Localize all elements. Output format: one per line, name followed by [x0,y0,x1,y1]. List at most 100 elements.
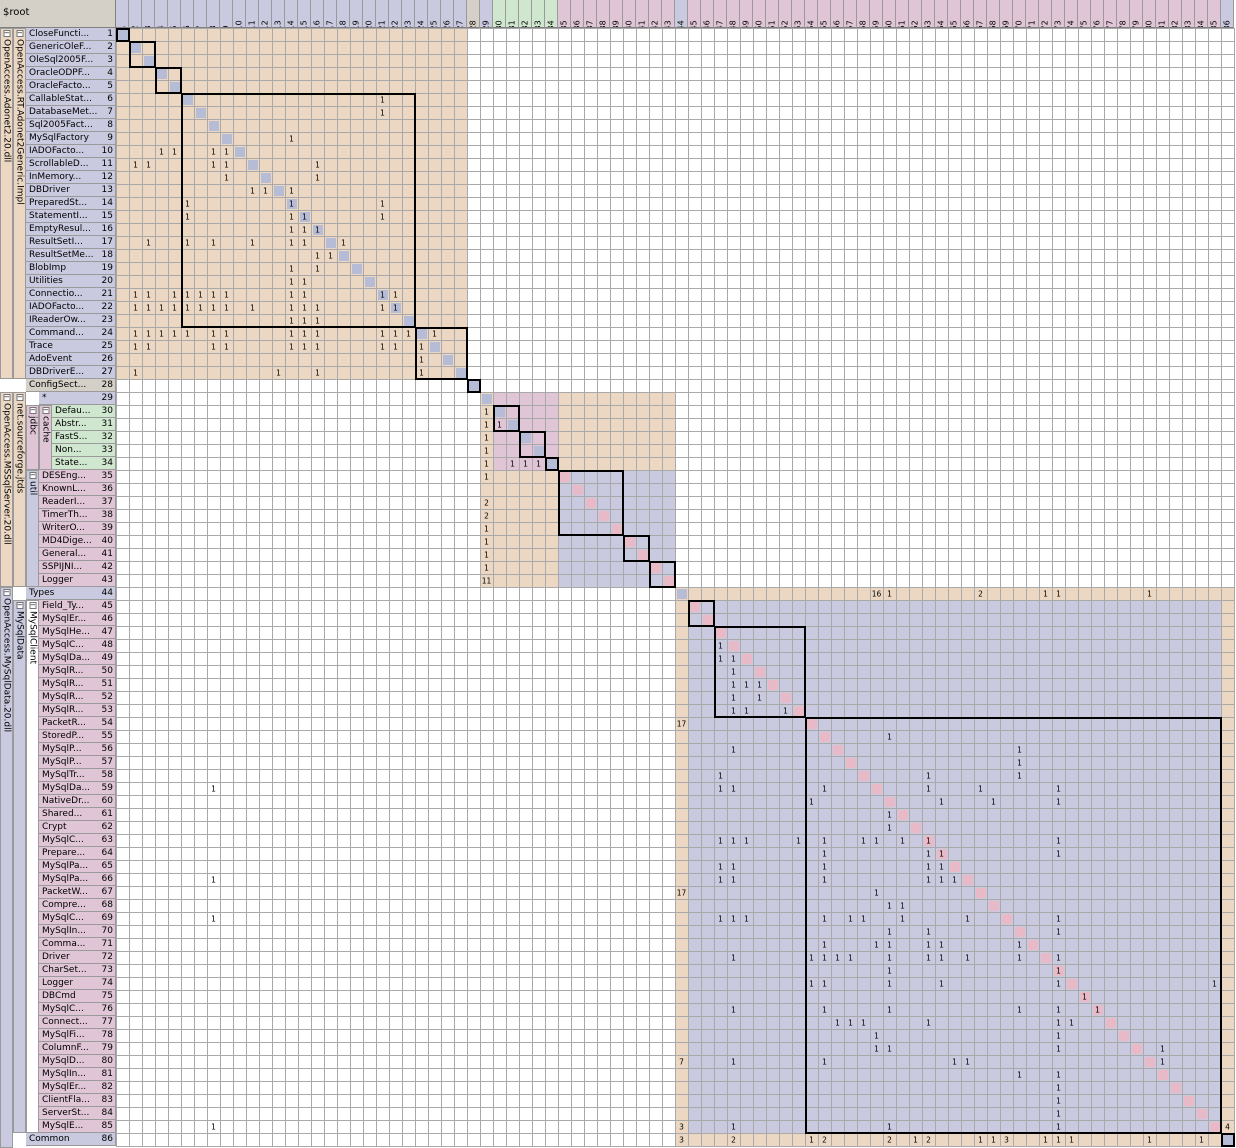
column-header[interactable]: 9 [220,0,233,28]
column-header[interactable]: 33 [532,0,545,28]
row-label[interactable]: MySqlE...85 [39,1120,116,1133]
column-header[interactable]: 47 [714,0,727,28]
dependency-count[interactable]: 1 [718,915,723,924]
row-label[interactable]: ScrollableD...11 [26,158,116,171]
dependency-count[interactable]: 1 [1147,1136,1152,1145]
row-label[interactable]: ServerSt...84 [39,1107,116,1120]
column-header[interactable]: 79 [1130,0,1143,28]
dependency-count[interactable]: 1 [302,317,307,326]
dependency-count[interactable]: 1 [1056,1084,1061,1093]
dependency-count[interactable]: 1 [146,161,151,170]
diagonal-cell[interactable] [1002,914,1012,924]
dependency-count[interactable]: 2 [822,1136,827,1145]
dependency-count[interactable]: 1 [289,213,294,222]
row-label[interactable]: GenericOleF...2 [26,41,116,54]
dependency-count[interactable]: 1 [718,772,723,781]
column-header[interactable]: 62 [909,0,922,28]
dependency-count[interactable]: 1 [952,876,957,885]
dependency-count[interactable]: 2 [484,512,489,521]
dependency-count[interactable]: 1 [315,330,320,339]
dependency-count[interactable]: 7 [679,1058,684,1067]
column-header[interactable]: 34 [545,0,558,28]
row-label[interactable]: Field_Ty...45 [39,600,116,613]
column-header[interactable]: 17 [324,0,337,28]
dependency-count[interactable]: 1 [887,1123,892,1132]
dependency-count[interactable]: 1 [926,863,931,872]
column-header[interactable]: 24 [415,0,428,28]
diagonal-cell[interactable] [1028,940,1038,950]
column-header[interactable]: 4 [155,0,168,28]
row-label[interactable]: Abstr...31 [52,418,116,431]
dependency-count[interactable]: 1 [1017,746,1022,755]
dependency-count[interactable]: 1 [211,291,216,300]
diagonal-cell[interactable] [677,589,687,599]
dependency-count[interactable]: 1 [536,460,541,469]
dependency-count[interactable]: 1 [1056,915,1061,924]
row-label[interactable]: State...34 [52,457,116,470]
dependency-count[interactable]: 1 [1056,1097,1061,1106]
column-header[interactable]: 38 [597,0,610,28]
row-label[interactable]: DESEng...35 [39,470,116,483]
dependency-count[interactable]: 1 [289,330,294,339]
dependency-count[interactable]: 1 [198,304,203,313]
column-header[interactable]: 29 [480,0,493,28]
dependency-count[interactable]: 1 [198,291,203,300]
dependency-count[interactable]: 1 [1160,1058,1165,1067]
column-header[interactable]: 13 [272,0,285,28]
row-label[interactable]: ReaderI...37 [39,496,116,509]
dependency-count[interactable]: 1 [887,733,892,742]
dependency-count[interactable]: 1 [1043,1136,1048,1145]
dependency-count[interactable]: 1 [718,642,723,651]
row-label[interactable]: CharSet...73 [39,964,116,977]
column-header[interactable]: 28 [467,0,480,28]
diagonal-cell[interactable] [950,862,960,872]
dependency-count[interactable]: 1 [315,265,320,274]
dependency-count[interactable]: 1 [822,785,827,794]
column-header[interactable]: 76 [1091,0,1104,28]
dependency-count[interactable]: 1 [874,889,879,898]
dependency-count[interactable]: 1 [887,902,892,911]
diagonal-cell[interactable] [144,56,154,66]
diagonal-cell[interactable] [625,537,635,547]
dependency-count[interactable]: 1 [1017,1006,1022,1015]
row-label[interactable]: MySqlC...48 [39,639,116,652]
dependency-count[interactable]: 1 [224,161,229,170]
dependency-count[interactable]: 1 [731,668,736,677]
dependency-count[interactable]: 1 [289,304,294,313]
diagonal-cell[interactable] [508,420,518,430]
row-label[interactable]: NativeDr...60 [39,795,116,808]
row-label[interactable]: MySqlPa...66 [39,873,116,886]
dependency-count[interactable]: 1 [315,304,320,313]
dependency-count[interactable]: 1 [991,798,996,807]
diagonal-cell[interactable] [1067,979,1077,989]
column-header[interactable]: 48 [727,0,740,28]
dependency-count[interactable]: 1 [211,161,216,170]
dependency-count[interactable]: 1 [1056,785,1061,794]
dependency-count[interactable]: 1 [211,1123,216,1132]
column-header[interactable]: 77 [1104,0,1117,28]
row-label[interactable]: DatabaseMet...7 [26,106,116,119]
column-header[interactable]: 84 [1195,0,1208,28]
dependency-count[interactable]: 1 [796,837,801,846]
diagonal-cell[interactable] [742,654,752,664]
row-label[interactable]: Connect...77 [39,1016,116,1029]
dependency-count[interactable]: 1 [731,655,736,664]
dependency-count[interactable]: 1 [146,304,151,313]
row-label[interactable]: StatementI...15 [26,210,116,223]
dependency-count[interactable]: 1 [211,876,216,885]
diagonal-cell[interactable] [612,524,622,534]
column-header[interactable]: 40 [623,0,636,28]
dependency-count[interactable]: 1 [887,941,892,950]
column-header[interactable]: 56 [831,0,844,28]
row-label[interactable]: MySqlPa...65 [39,860,116,873]
dependency-count[interactable]: 1 [731,785,736,794]
dependency-count[interactable]: 1 [315,161,320,170]
dependency-count[interactable]: 1 [965,1058,970,1067]
dependency-count[interactable]: 1 [380,200,385,209]
diagonal-cell[interactable] [690,602,700,612]
column-header[interactable]: 26 [441,0,454,28]
column-header[interactable]: 7 [194,0,207,28]
diagonal-cell[interactable] [1119,1031,1129,1041]
